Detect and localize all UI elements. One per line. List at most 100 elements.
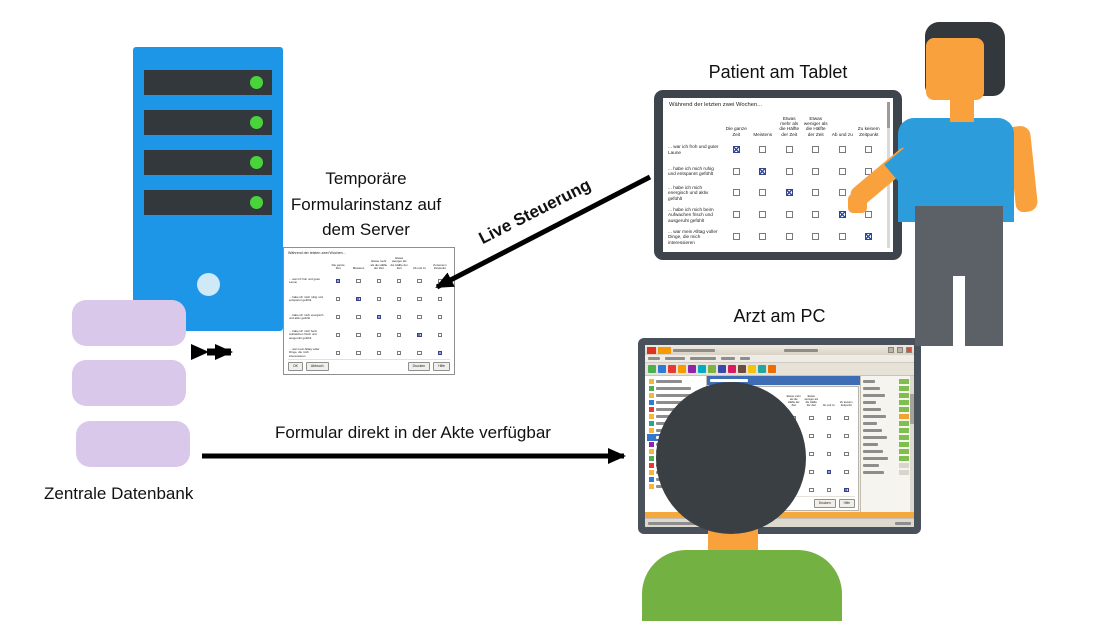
checkbox[interactable]: [396, 278, 402, 284]
checkbox[interactable]: [417, 350, 422, 356]
toolbar-icon[interactable]: [668, 365, 676, 373]
checkbox[interactable]: [437, 332, 443, 338]
menu-item[interactable]: [690, 357, 716, 360]
minimize-icon[interactable]: [888, 347, 894, 353]
checkbox[interactable]: [812, 146, 820, 154]
checkbox-checked[interactable]: [826, 469, 831, 475]
checkbox[interactable]: [396, 314, 402, 320]
checkbox[interactable]: [759, 233, 767, 241]
score-row[interactable]: [863, 455, 909, 462]
checkbox[interactable]: [785, 233, 793, 241]
toolbar-icon[interactable]: [688, 365, 696, 373]
checkbox[interactable]: [335, 314, 341, 320]
checkbox[interactable]: [844, 451, 849, 457]
checkbox-checked[interactable]: [785, 189, 793, 197]
checkbox[interactable]: [826, 451, 831, 457]
checkbox-checked[interactable]: [356, 296, 361, 302]
checkbox[interactable]: [732, 233, 740, 241]
checkbox[interactable]: [865, 146, 873, 154]
checkbox[interactable]: [437, 296, 443, 302]
score-row[interactable]: [863, 392, 909, 399]
maximize-icon[interactable]: [897, 347, 903, 353]
checkbox[interactable]: [826, 415, 831, 421]
checkbox[interactable]: [335, 296, 341, 302]
toolbar-icon[interactable]: [718, 365, 726, 373]
checkbox-checked[interactable]: [732, 146, 740, 154]
checkbox[interactable]: [376, 296, 382, 302]
checkbox[interactable]: [396, 296, 402, 302]
checkbox[interactable]: [376, 278, 382, 284]
checkbox-checked[interactable]: [844, 487, 849, 493]
checkbox[interactable]: [812, 189, 820, 197]
toolbar-icon[interactable]: [758, 365, 766, 373]
checkbox-checked[interactable]: [865, 233, 873, 241]
score-row[interactable]: [863, 469, 909, 476]
toolbar-icon[interactable]: [728, 365, 736, 373]
tree-item[interactable]: [647, 385, 704, 392]
toolbar-icon[interactable]: [748, 365, 756, 373]
checkbox[interactable]: [838, 233, 846, 241]
checkbox[interactable]: [417, 296, 422, 302]
score-row[interactable]: [863, 434, 909, 441]
score-row[interactable]: [863, 441, 909, 448]
close-icon[interactable]: [906, 347, 912, 353]
checkbox-checked[interactable]: [417, 332, 422, 338]
checkbox[interactable]: [356, 332, 361, 338]
toolbar-icon[interactable]: [648, 365, 656, 373]
score-row[interactable]: [863, 385, 909, 392]
checkbox[interactable]: [356, 350, 361, 356]
checkbox[interactable]: [809, 433, 814, 439]
toolbar-icon[interactable]: [708, 365, 716, 373]
checkbox[interactable]: [844, 433, 849, 439]
checkbox[interactable]: [812, 211, 820, 219]
checkbox[interactable]: [335, 350, 341, 356]
checkbox-checked[interactable]: [838, 211, 846, 219]
checkbox[interactable]: [826, 487, 831, 493]
checkbox[interactable]: [396, 350, 402, 356]
checkbox[interactable]: [417, 278, 422, 284]
checkbox[interactable]: [376, 332, 382, 338]
menu-item[interactable]: [648, 357, 660, 360]
checkbox[interactable]: [844, 415, 849, 421]
scrollbar[interactable]: [910, 376, 914, 512]
score-row[interactable]: [863, 399, 909, 406]
tree-item[interactable]: [647, 378, 704, 385]
menu-item[interactable]: [665, 357, 685, 360]
checkbox[interactable]: [844, 469, 849, 475]
checkbox[interactable]: [437, 278, 443, 284]
checkbox-checked[interactable]: [376, 314, 382, 320]
toolbar-icon[interactable]: [768, 365, 776, 373]
checkbox[interactable]: [838, 146, 846, 154]
checkbox[interactable]: [732, 211, 740, 219]
checkbox[interactable]: [417, 314, 422, 320]
checkbox[interactable]: [759, 211, 767, 219]
ok-button[interactable]: OK: [288, 361, 303, 371]
checkbox[interactable]: [396, 332, 402, 338]
checkbox-checked[interactable]: [335, 278, 341, 284]
menu-item[interactable]: [740, 357, 750, 360]
checkbox[interactable]: [732, 189, 740, 197]
score-row[interactable]: [863, 406, 909, 413]
checkbox[interactable]: [812, 167, 820, 175]
toolbar-icon[interactable]: [738, 365, 746, 373]
checkbox[interactable]: [785, 167, 793, 175]
score-row[interactable]: [863, 448, 909, 455]
toolbar-icon[interactable]: [678, 365, 686, 373]
checkbox[interactable]: [826, 433, 831, 439]
checkbox[interactable]: [838, 189, 846, 197]
checkbox[interactable]: [809, 469, 814, 475]
checkbox[interactable]: [809, 487, 814, 493]
score-row[interactable]: [863, 413, 909, 420]
checkbox[interactable]: [785, 211, 793, 219]
tree-item[interactable]: [647, 392, 704, 399]
checkbox-checked[interactable]: [437, 350, 443, 356]
menu-item[interactable]: [721, 357, 735, 360]
checkbox[interactable]: [865, 211, 873, 219]
checkbox[interactable]: [732, 167, 740, 175]
checkbox[interactable]: [376, 350, 382, 356]
checkbox[interactable]: [356, 278, 361, 284]
checkbox[interactable]: [335, 332, 341, 338]
checkbox[interactable]: [437, 314, 443, 320]
hilfe-button[interactable]: Hilfe: [838, 498, 855, 508]
drucken-button[interactable]: Drucken: [407, 361, 431, 371]
